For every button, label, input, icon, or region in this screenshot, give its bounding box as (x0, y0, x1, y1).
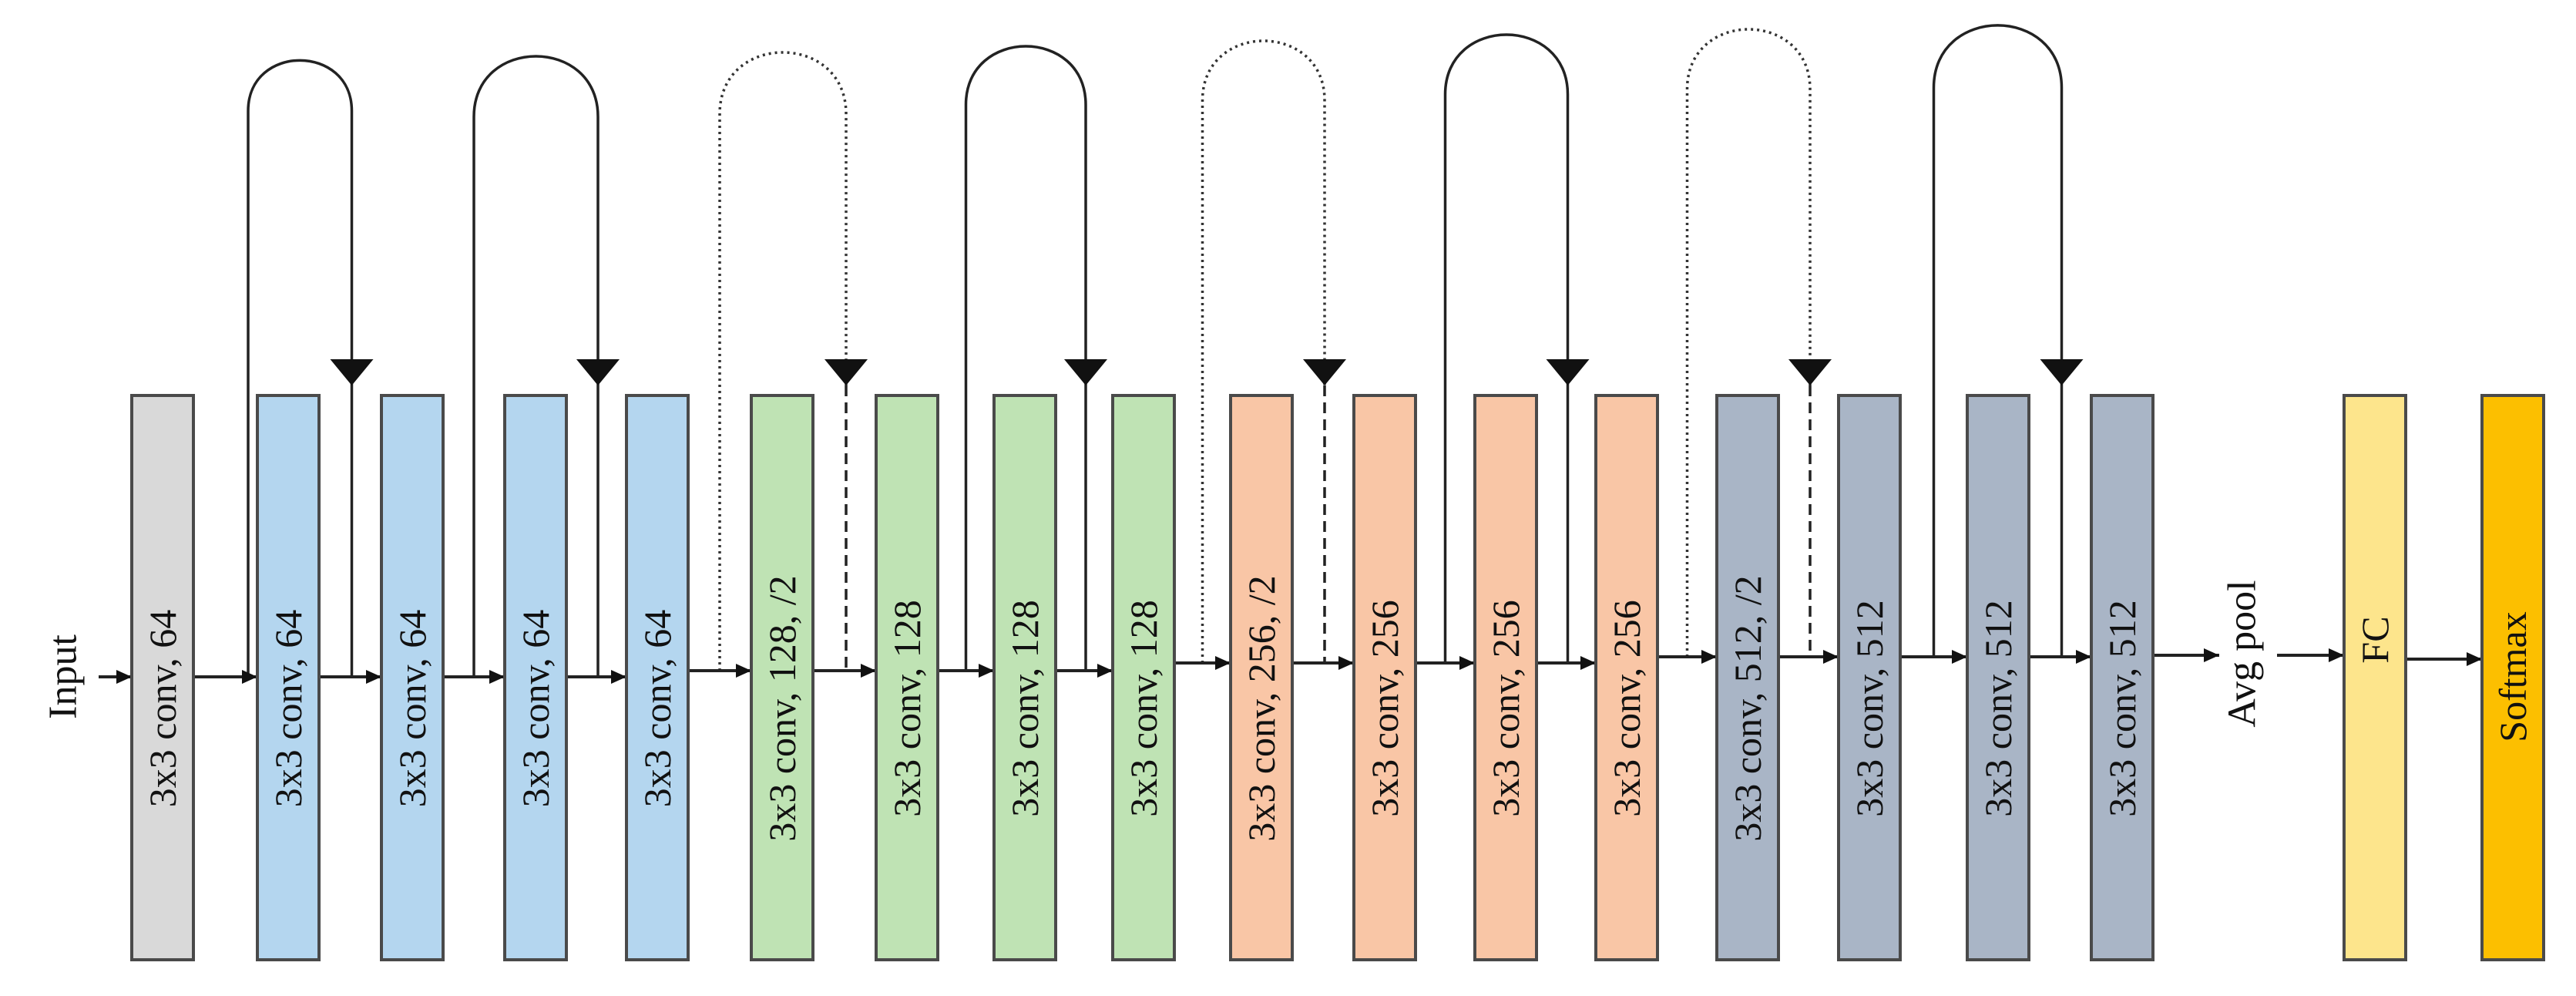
flow-arrowhead-14 (1823, 650, 1839, 664)
avg-pool-label: Avg pool (2221, 580, 2265, 727)
layer-rect (1111, 394, 1176, 961)
head-box-softmax: Softmax (2480, 394, 2545, 961)
skip-arrowhead-8 (2040, 359, 2084, 385)
skip-arrowhead-5 (1303, 359, 1346, 385)
layer-box-12: 3x3 conv, 256 (1473, 394, 1538, 961)
flow-arrowhead-12 (1580, 656, 1596, 670)
layer-label: 3x3 conv, 64 (391, 610, 434, 807)
skip-connection-8 (1932, 24, 2064, 657)
layer-rect (2090, 394, 2155, 961)
flow-arrowhead-9 (1215, 656, 1231, 670)
layer-box-5: 3x3 conv, 64 (625, 394, 690, 961)
skip-connection-1 (247, 59, 354, 677)
flow-arrowhead-5 (736, 664, 751, 678)
layer-rect (1594, 394, 1659, 961)
layer-label: 3x3 conv, 512, /2 (1726, 575, 1769, 841)
layer-rect (1715, 394, 1780, 961)
layer-box-17: 3x3 conv, 512 (2090, 394, 2155, 961)
head-box-fc: FC (2343, 394, 2407, 961)
flow-arrowhead-16 (2076, 650, 2091, 664)
layer-label: 3x3 conv, 128 (885, 600, 929, 816)
flow-arrowhead-6 (861, 664, 876, 678)
skip-connections (247, 24, 2084, 677)
layer-rect (875, 394, 939, 961)
layer-rect (256, 394, 321, 961)
skip-arrowhead-7 (1788, 359, 1832, 385)
layer-box-4: 3x3 conv, 64 (503, 394, 568, 961)
flow-arrowhead-4 (611, 670, 626, 684)
flow-arrowhead-2 (366, 670, 381, 684)
layer-boxes: 3x3 conv, 64 3x3 conv, 64 3x3 conv, 64 3x3 … (130, 394, 2545, 961)
layer-box-15: 3x3 conv, 512 (1837, 394, 1902, 961)
skip-connection-4 (964, 45, 1087, 671)
layer-box-9: 3x3 conv, 128 (1111, 394, 1176, 961)
flow-arrowhead-to-fc (2329, 648, 2344, 662)
layer-label: 3x3 conv, 64 (141, 610, 184, 807)
layer-label: 3x3 conv, 256 (1484, 600, 1527, 816)
layer-rect (503, 394, 568, 961)
layer-rect (130, 394, 195, 961)
layer-rect (1966, 394, 2030, 961)
layer-box-11: 3x3 conv, 256 (1352, 394, 1417, 961)
layer-label: 3x3 conv, 128 (1003, 600, 1046, 816)
flow-arrowhead-input (116, 670, 132, 684)
skip-connection-2 (472, 55, 599, 677)
layer-box-2: 3x3 conv, 64 (256, 394, 321, 961)
layer-box-14: 3x3 conv, 512, /2 (1715, 394, 1780, 961)
skip-arrowhead-3 (825, 359, 868, 385)
flow-arrowhead-13 (1701, 650, 1717, 664)
layer-label: 3x3 conv, 512 (2101, 600, 2144, 816)
flow-arrowhead-to-avgpool (2204, 648, 2219, 662)
layer-label: 3x3 conv, 128, /2 (761, 575, 804, 841)
flow-arrowhead-3 (489, 670, 505, 684)
layer-rect (1352, 394, 1417, 961)
skip-arrowhead-4 (1064, 359, 1107, 385)
layer-rect (1229, 394, 1294, 961)
layer-box-6: 3x3 conv, 128, /2 (750, 394, 814, 961)
layer-rect (992, 394, 1057, 961)
flow-arrowhead-to-softmax (2467, 652, 2482, 666)
skip-arrowhead-1 (330, 359, 374, 385)
layer-label: 3x3 conv, 512 (1977, 600, 2020, 816)
input-label: Input (42, 634, 86, 719)
skip-arrowhead-6 (1546, 359, 1590, 385)
layer-rect (1837, 394, 1902, 961)
flow-arrowhead-11 (1459, 656, 1475, 670)
layer-label: 3x3 conv, 512 (1848, 600, 1891, 816)
layer-rect (380, 394, 445, 961)
flow-arrowhead-8 (1097, 664, 1113, 678)
layer-box-10: 3x3 conv, 256, /2 (1229, 394, 1294, 961)
layer-label: 3x3 conv, 256 (1363, 600, 1406, 816)
layer-label: 3x3 conv, 64 (267, 610, 310, 807)
main-flow (99, 648, 2482, 684)
head-label: Softmax (2491, 611, 2534, 742)
layer-box-3: 3x3 conv, 64 (380, 394, 445, 961)
layer-box-13: 3x3 conv, 256 (1594, 394, 1659, 961)
skip-arrowhead-2 (576, 359, 620, 385)
layer-label: 3x3 conv, 64 (636, 610, 679, 807)
flow-arrowhead-1 (242, 670, 257, 684)
layer-box-1: 3x3 conv, 64 (130, 394, 195, 961)
layer-label: 3x3 conv, 256 (1605, 600, 1648, 816)
layer-box-8: 3x3 conv, 128 (992, 394, 1057, 961)
layer-label: 3x3 conv, 128 (1122, 600, 1165, 816)
layer-box-7: 3x3 conv, 128 (875, 394, 939, 961)
skip-connection-6 (1443, 33, 1570, 663)
head-rect (2480, 394, 2545, 961)
flow-arrowhead-15 (1952, 650, 1967, 664)
skip-connection-3 (718, 51, 848, 671)
head-label: FC (2353, 616, 2396, 663)
layer-rect (750, 394, 814, 961)
layer-rect (625, 394, 690, 961)
head-rect (2343, 394, 2407, 961)
layer-label: 3x3 conv, 256, /2 (1240, 575, 1283, 841)
layer-box-16: 3x3 conv, 512 (1966, 394, 2030, 961)
flow-arrowhead-10 (1338, 656, 1354, 670)
layer-label: 3x3 conv, 64 (514, 610, 557, 807)
layer-rect (1473, 394, 1538, 961)
flow-arrowhead-7 (979, 664, 994, 678)
